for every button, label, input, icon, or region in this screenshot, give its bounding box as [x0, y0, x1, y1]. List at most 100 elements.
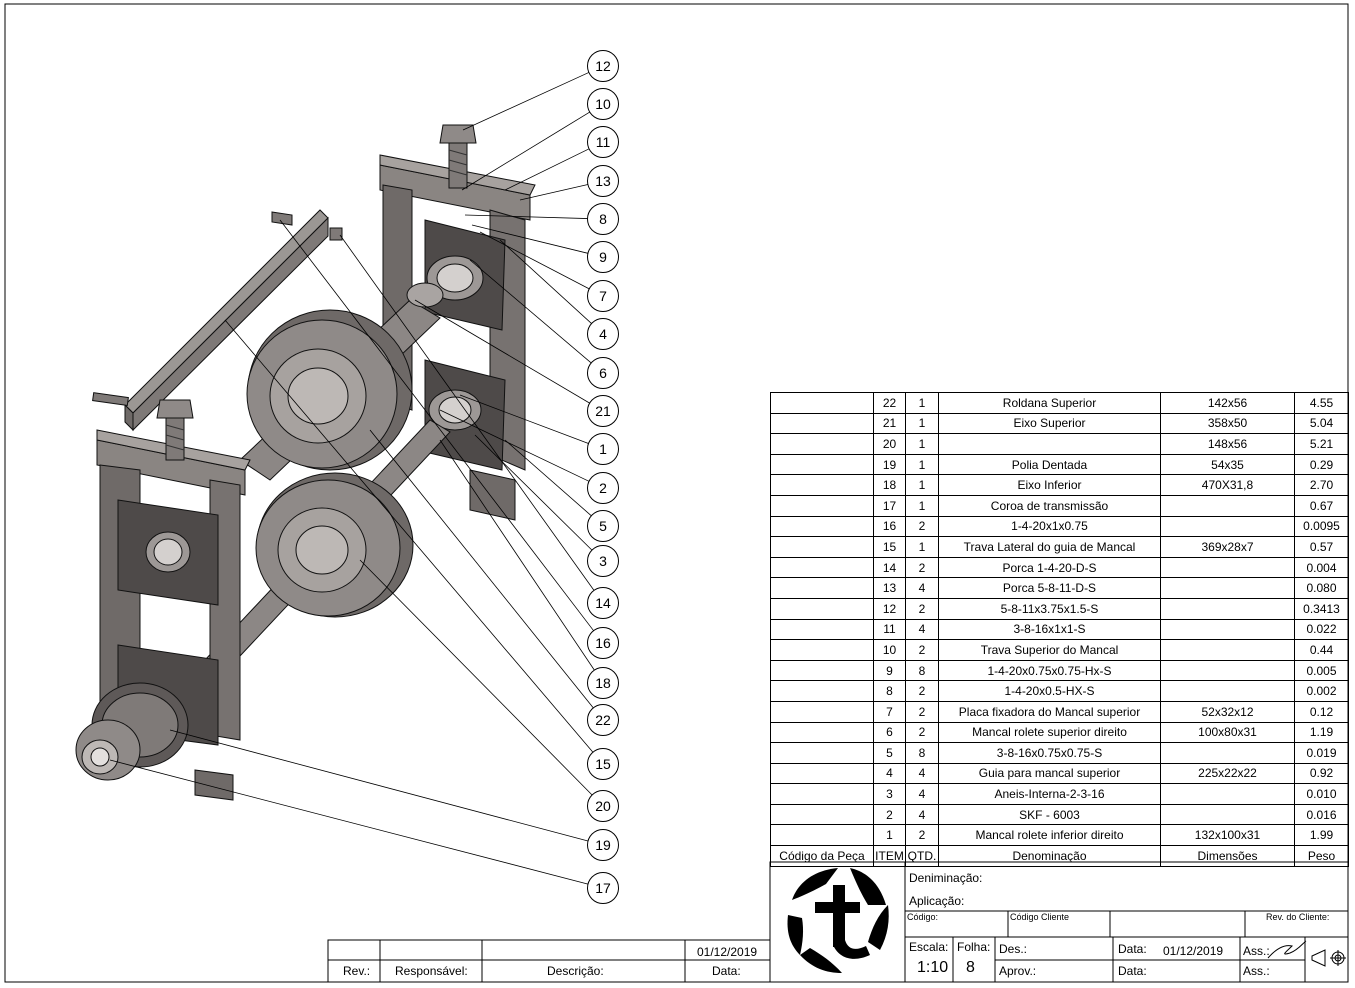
item-cell: 14: [873, 556, 906, 579]
leader-line-12: [462, 72, 590, 131]
balloon-number: 20: [595, 798, 611, 814]
balloon-circle: [587, 357, 619, 389]
balloon-circle: [587, 318, 619, 350]
client-code-label: Código Cliente: [1010, 912, 1070, 922]
weight-cell: 0.022: [1294, 618, 1349, 641]
part-code-cell: [770, 412, 874, 435]
denomination-cell: Trava Superior do Mancal: [938, 639, 1161, 661]
balloon-number: 18: [595, 675, 611, 691]
approval-signature-label: Ass.:: [1243, 964, 1270, 978]
dimensions-cell: 148x56: [1160, 433, 1295, 455]
date-value: 01/12/2019: [1163, 944, 1224, 958]
balloon-number: 1: [599, 441, 607, 457]
item-cell: 9: [873, 659, 906, 682]
part-code-cell: [770, 577, 874, 599]
weight-cell: 0.004: [1294, 556, 1349, 579]
qty-cell: 1: [905, 433, 939, 455]
weight-cell: 0.29: [1294, 453, 1349, 476]
code-label: Código:: [907, 912, 939, 922]
balloon-circle: [587, 126, 619, 158]
sheet-label: Folha:: [957, 940, 991, 954]
client-revision-label: Rev. do Cliente:: [1266, 912, 1330, 922]
dimensions-cell: [1160, 783, 1295, 805]
weight-cell: 0.002: [1294, 680, 1349, 702]
balloon-12: 12: [587, 50, 619, 82]
qty-cell: 4: [905, 577, 939, 599]
qty-cell: 2: [905, 597, 939, 620]
exploded-assembly-view: [75, 124, 536, 801]
leader-line-13: [519, 184, 588, 201]
weight-cell: 0.016: [1294, 803, 1349, 826]
part-code-cell: [770, 824, 874, 847]
item-cell: 19: [873, 453, 906, 476]
bom-header-row: Código da Peça ITEM QTD. Denominação Dim…: [770, 845, 1349, 867]
leader-line-4: [499, 239, 592, 324]
dimensions-cell: 54x35: [1160, 453, 1295, 476]
balloon-circle: [587, 545, 619, 577]
item-cell: 1: [873, 824, 906, 847]
item-cell: 22: [873, 392, 906, 414]
balloon-circle: [587, 510, 619, 542]
balloon-2: 2: [587, 472, 619, 504]
weight-cell: 0.57: [1294, 536, 1349, 558]
part-code-cell: [770, 494, 874, 517]
leader-line-7: [479, 231, 590, 290]
revision-date-value: 01/12/2019: [697, 945, 758, 959]
balloon-circle: [587, 203, 619, 235]
item-cell: 3: [873, 783, 906, 805]
weight-cell: 5.04: [1294, 412, 1349, 435]
part-code-cell: [770, 392, 874, 414]
balloon-number: 7: [599, 288, 607, 304]
qty-cell: 1: [905, 536, 939, 558]
balloon-14: 14: [587, 587, 619, 619]
balloon-6: 6: [587, 357, 619, 389]
leader-line-6: [469, 259, 592, 364]
responsible-label: Responsável:: [395, 964, 468, 978]
balloon-number: 9: [599, 249, 607, 265]
approved-by-label: Aprov.:: [999, 964, 1037, 978]
qty-cell: 2: [905, 556, 939, 579]
item-cell: 17: [873, 494, 906, 517]
weight-cell: 4.55: [1294, 392, 1349, 414]
balloon-5: 5: [587, 510, 619, 542]
denomination-cell: Eixo Inferior: [938, 474, 1161, 496]
qty-cell: 4: [905, 783, 939, 805]
application-label: Aplicação:: [909, 894, 965, 908]
item-cell: 6: [873, 721, 906, 744]
dimensions-cell: 142x56: [1160, 392, 1295, 414]
part-code-cell: [770, 639, 874, 661]
balloon-circle: [587, 241, 619, 273]
weight-cell: 5.21: [1294, 433, 1349, 455]
company-logo: [786, 868, 890, 973]
dimensions-cell: [1160, 639, 1295, 661]
sheet-value: 8: [966, 959, 975, 976]
balloon-8: 8: [587, 203, 619, 235]
leader-line-19: [169, 729, 589, 842]
denomination-cell: Eixo Superior: [938, 412, 1161, 435]
qty-cell: 1: [905, 392, 939, 414]
balloon-10: 10: [587, 88, 619, 120]
weight-cell: 0.92: [1294, 762, 1349, 785]
denomination-cell: 1-4-20x1x0.75: [938, 515, 1161, 538]
header-qty: QTD.: [905, 845, 939, 867]
qty-cell: 2: [905, 680, 939, 702]
item-cell: 10: [873, 639, 906, 661]
dimensions-cell: 132x100x31: [1160, 824, 1295, 847]
drawn-by-label: Des.:: [999, 942, 1028, 956]
weight-cell: 1.19: [1294, 721, 1349, 744]
denomination-cell: Porca 5-8-11-D-S: [938, 577, 1161, 599]
part-code-cell: [770, 803, 874, 826]
balloon-circle: [587, 872, 619, 904]
dimensions-cell: [1160, 597, 1295, 620]
leader-line-16: [279, 219, 594, 631]
